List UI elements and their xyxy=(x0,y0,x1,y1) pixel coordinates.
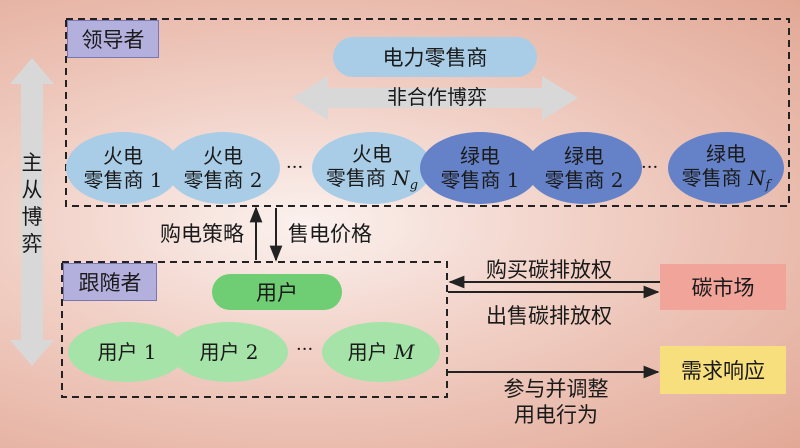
user-pill: 用户 xyxy=(212,274,342,310)
purchase-strategy-label: 购电策略 xyxy=(160,222,244,246)
carbon-market-label: 碳市场 xyxy=(691,276,755,300)
participate-line1: 参与并调整 xyxy=(503,377,609,401)
noncooperative-game-label: 非合作博弈 xyxy=(387,85,487,109)
demand-response-box: 需求响应 xyxy=(660,346,786,394)
user-2-label: 用户 2 xyxy=(199,340,259,364)
master-slave-game-label: 主 从 博 弈 xyxy=(19,150,45,258)
thermal-retailer-1: 火电 零售商 1 xyxy=(66,132,180,204)
thermal-retailer-2-line1: 火电 xyxy=(203,144,243,168)
thermal-retailer-2-line2: 零售商 2 xyxy=(183,168,263,192)
thermal-retailer-ng: 火电 零售商 Ng xyxy=(312,132,432,204)
green-retailer-1-line1: 绿电 xyxy=(460,144,500,168)
thermal-retailer-ellipsis: ··· xyxy=(286,157,304,178)
user-pill-label: 用户 xyxy=(256,281,298,305)
noncooperative-game-arrow xyxy=(292,76,578,120)
electricity-retailer-label: 电力零售商 xyxy=(382,46,488,70)
green-retailer-nf-line1: 绿电 xyxy=(706,142,746,167)
side-char-2: 从 xyxy=(21,178,43,202)
follower-tag-label: 跟随者 xyxy=(78,271,142,295)
green-retailer-nf: 绿电 零售商 Nf xyxy=(668,132,784,204)
user-ellipsis: ··· xyxy=(296,339,314,360)
green-retailer-ellipsis: ··· xyxy=(641,157,659,178)
leader-tag: 领导者 xyxy=(67,20,159,58)
user-1: 用户 1 xyxy=(68,322,186,382)
thermal-retailer-ng-line1: 火电 xyxy=(352,142,392,167)
demand-response-label: 需求响应 xyxy=(681,359,765,383)
follower-dashed-box xyxy=(61,261,448,398)
user-m-label: 用户 M xyxy=(347,340,415,364)
user-2: 用户 2 xyxy=(170,322,288,382)
sell-carbon-label: 出售碳排放权 xyxy=(486,304,612,328)
leader-tag-label: 领导者 xyxy=(81,28,145,52)
green-retailer-nf-line2: 零售商 Nf xyxy=(681,166,771,194)
user-1-label: 用户 1 xyxy=(97,340,157,364)
thermal-retailer-ng-line2: 零售商 Ng xyxy=(325,166,419,194)
user-m: 用户 M xyxy=(322,322,440,382)
green-retailer-2-line1: 绿电 xyxy=(564,144,604,168)
thermal-retailer-2: 火电 零售商 2 xyxy=(166,132,280,204)
green-retailer-1-line2: 零售商 1 xyxy=(440,168,520,192)
master-slave-arrow xyxy=(10,58,54,366)
thermal-retailer-1-line1: 火电 xyxy=(103,144,143,168)
carbon-market-box: 碳市场 xyxy=(660,264,786,310)
green-retailer-1: 绿电 零售商 1 xyxy=(420,132,540,204)
side-char-3: 博 xyxy=(21,205,43,229)
participate-label: 参与并调整 用电行为 xyxy=(476,376,636,428)
green-retailer-2: 绿电 零售商 2 xyxy=(526,132,642,204)
participate-line2: 用电行为 xyxy=(514,403,598,427)
follower-tag: 跟随者 xyxy=(63,263,157,301)
sale-price-label: 售电价格 xyxy=(288,222,372,246)
side-char-4: 弈 xyxy=(21,232,43,256)
side-char-1: 主 xyxy=(21,151,43,175)
green-retailer-2-line2: 零售商 2 xyxy=(544,168,624,192)
leader-dashed-box xyxy=(65,18,790,207)
thermal-retailer-1-line2: 零售商 1 xyxy=(83,168,163,192)
buy-carbon-label: 购买碳排放权 xyxy=(486,258,612,282)
electricity-retailer-pill: 电力零售商 xyxy=(333,37,537,77)
